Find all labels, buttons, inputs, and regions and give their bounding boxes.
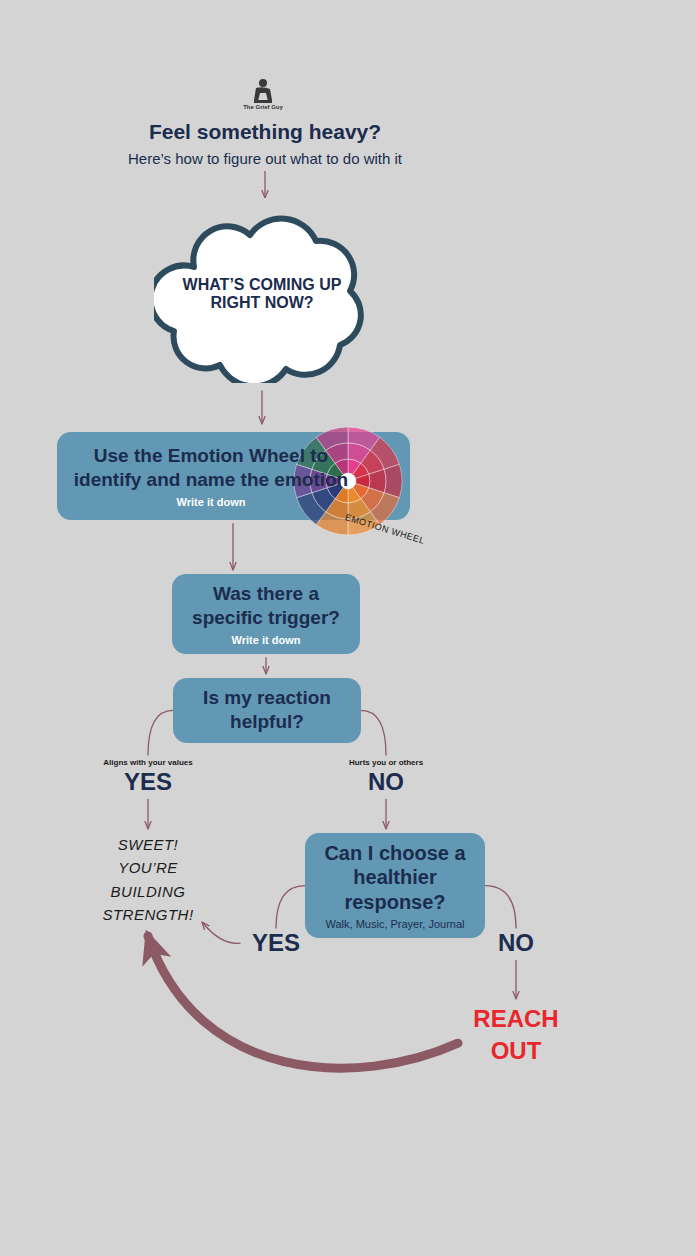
logo-icon xyxy=(254,79,272,103)
connector xyxy=(261,391,262,424)
node-text: Was there a specific trigger? xyxy=(182,582,350,631)
branch-yes: YES xyxy=(244,930,308,956)
node-text: Walk, Music, Prayer, Journal xyxy=(315,918,475,930)
return-arrow xyxy=(148,936,458,1068)
outcome-text: SWEET! YOU’RE BUILDING STRENGTH! xyxy=(92,833,204,926)
title-arrow xyxy=(264,171,265,198)
node-text: YES xyxy=(83,769,213,795)
node-text: Hurts you or others xyxy=(321,758,451,767)
node-text: SWEET! YOU’RE BUILDING STRENGTH! xyxy=(92,833,204,926)
node-text: WHAT’S COMING UP RIGHT NOW? xyxy=(174,276,350,311)
cloud-node: WHAT’S COMING UP RIGHT NOW? xyxy=(154,205,370,383)
connector xyxy=(147,799,148,829)
subtitle: Here’s how to figure out what to do with… xyxy=(60,150,470,167)
connector xyxy=(148,710,173,755)
process-box: Was there a specific trigger? Write it do… xyxy=(172,574,360,654)
reach-out: REACH OUT xyxy=(464,1003,568,1068)
decision-box: Is my reaction helpful? xyxy=(173,678,361,743)
connector xyxy=(232,524,233,570)
logo-text: The Grief Guy xyxy=(223,104,303,110)
title: Feel something heavy? xyxy=(60,120,470,144)
decision-box: Can I choose a healthier response? Walk, … xyxy=(305,833,485,938)
node-text: Write it down xyxy=(182,634,350,646)
branch-yes: Aligns with your valuesYES xyxy=(83,758,213,795)
connector xyxy=(202,922,240,943)
node-text: YES xyxy=(244,930,308,956)
node-text: Aligns with your values xyxy=(83,758,213,767)
node-text: REACH OUT xyxy=(464,1003,568,1068)
node-text: Write it down xyxy=(71,496,352,508)
process-box: Use the Emotion Wheel to identify and na… xyxy=(57,432,410,520)
connector xyxy=(276,886,305,928)
branch-no: Hurts you or othersNO xyxy=(321,758,451,795)
connector xyxy=(361,710,386,755)
node-text: NO xyxy=(321,769,451,795)
connector xyxy=(265,658,266,674)
node-text: Can I choose a healthier response? xyxy=(315,841,475,914)
connector xyxy=(385,799,386,829)
node-text: NO xyxy=(484,930,548,956)
node-text: Use the Emotion Wheel to identify and na… xyxy=(71,444,352,493)
connector xyxy=(515,960,516,999)
branch-no: NO xyxy=(484,930,548,956)
connector xyxy=(485,886,516,928)
node-text: Is my reaction helpful? xyxy=(183,686,351,735)
